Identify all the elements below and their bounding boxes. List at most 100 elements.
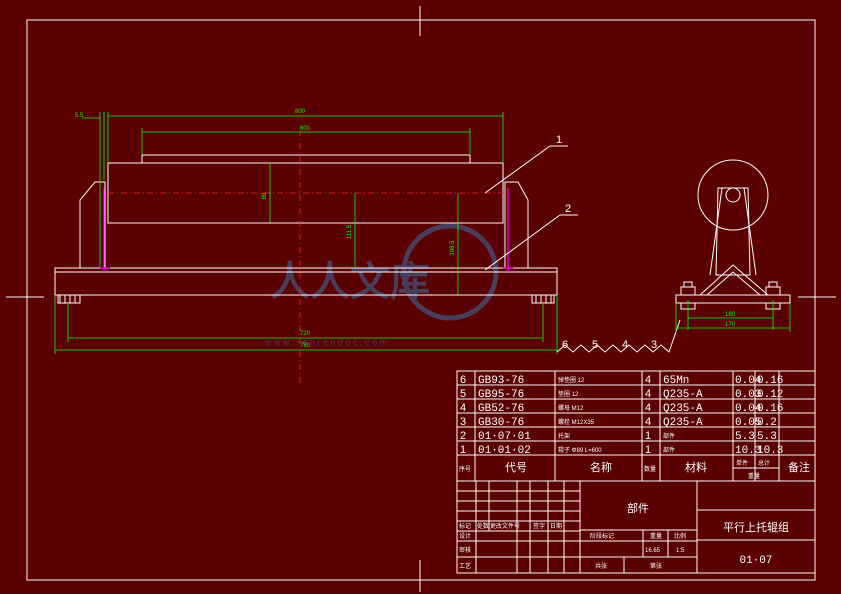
svg-text:序号: 序号 bbox=[459, 465, 471, 473]
svg-text:材料: 材料 bbox=[685, 460, 707, 474]
component-label: 部件 bbox=[627, 501, 649, 515]
svg-text:65Mn: 65Mn bbox=[663, 375, 689, 387]
svg-text:弹垫圈 12: 弹垫圈 12 bbox=[558, 376, 585, 384]
dim-198-5: 198.5 bbox=[450, 240, 456, 256]
svg-text:单件: 单件 bbox=[736, 459, 748, 467]
leader-2: 2 bbox=[565, 203, 571, 215]
section-mark-6: 6 bbox=[562, 339, 568, 351]
svg-text:5.3: 5.3 bbox=[735, 431, 755, 443]
svg-text:GB52-76: GB52-76 bbox=[478, 403, 524, 415]
stage-label: 阶段标记 bbox=[590, 532, 614, 540]
dim-780: 780 bbox=[300, 343, 311, 349]
parts-row: 3 GB30-76 螺栓 M12X35 4 Q235-A 0.05 0.2 bbox=[460, 416, 777, 429]
svg-text:10.3: 10.3 bbox=[735, 445, 761, 457]
title-block: 标记 处数 更改文件号 签字 日期 设计 审核 工艺 部件 阶段标记 重量 比例… bbox=[456, 480, 816, 574]
svg-text:辊子 Φ89 L=600: 辊子 Φ89 L=600 bbox=[558, 446, 602, 454]
dim-170: 170 bbox=[725, 322, 736, 328]
dim-111-5: 111.5 bbox=[347, 224, 353, 239]
dimensions: 800 600 5.5 89 111.5 198.5 720 780 bbox=[54, 109, 558, 354]
sign-label-process: 工艺 bbox=[459, 562, 471, 570]
parts-row: 2 01·07·01 托架 1 部件 5.3 5.3 bbox=[460, 430, 777, 443]
leader-1: 1 bbox=[556, 134, 562, 146]
svg-text:GB30-76: GB30-76 bbox=[478, 417, 524, 429]
parts-row: 5 GB95-76 垫圈 12 4 Q235-A 0.03 0.12 bbox=[460, 388, 783, 401]
svg-text:0.12: 0.12 bbox=[757, 389, 783, 401]
parts-row: 4 GB52-76 螺母 M12 4 Q235-A 0.04 0.16 bbox=[460, 402, 783, 415]
rev-label-date: 日期 bbox=[550, 522, 562, 530]
weight-label: 重量 bbox=[650, 532, 662, 540]
svg-text:2: 2 bbox=[460, 430, 466, 442]
svg-text:代号: 代号 bbox=[505, 461, 527, 474]
svg-text:3: 3 bbox=[460, 416, 466, 428]
svg-text:1: 1 bbox=[645, 430, 651, 442]
side-view: 180 170 bbox=[675, 159, 791, 332]
dim-89: 89 bbox=[262, 192, 268, 199]
dim-600: 600 bbox=[300, 126, 311, 132]
svg-text:1: 1 bbox=[460, 444, 466, 456]
watermark-url: w w w . r e n r e n d o c . c o m bbox=[264, 337, 387, 347]
dim-720: 720 bbox=[300, 331, 311, 337]
svg-text:螺栓 M12X35: 螺栓 M12X35 bbox=[558, 418, 595, 426]
svg-text:Q235-A: Q235-A bbox=[663, 417, 703, 429]
svg-text:5.3: 5.3 bbox=[757, 431, 777, 443]
svg-text:总计: 总计 bbox=[758, 459, 770, 467]
dim-180: 180 bbox=[725, 312, 736, 318]
svg-text:0.16: 0.16 bbox=[757, 403, 783, 415]
scale-label: 比例 bbox=[674, 532, 686, 540]
svg-text:GB93-76: GB93-76 bbox=[478, 375, 524, 387]
svg-text:4: 4 bbox=[645, 388, 651, 400]
svg-text:01·01·02: 01·01·02 bbox=[478, 445, 531, 457]
svg-text:0.04: 0.04 bbox=[735, 375, 762, 387]
svg-text:重量: 重量 bbox=[748, 472, 760, 480]
svg-text:螺母 M12: 螺母 M12 bbox=[558, 404, 584, 412]
parts-list: 6 GB93-76 弹垫圈 12 4 65Mn 0.04 0.16 5 GB95… bbox=[456, 370, 816, 482]
front-view bbox=[54, 130, 558, 385]
sheet-total: 共张 bbox=[595, 562, 607, 570]
svg-text:10.3: 10.3 bbox=[757, 445, 783, 457]
svg-text:4: 4 bbox=[645, 416, 651, 428]
rev-label-count: 处数 bbox=[477, 522, 489, 530]
svg-text:5: 5 bbox=[460, 388, 466, 400]
svg-text:4: 4 bbox=[460, 402, 466, 414]
svg-text:01·07·01: 01·07·01 bbox=[478, 431, 531, 443]
parts-row: 1 01·01·02 辊子 Φ89 L=600 1 部件 10.3 10.3 bbox=[460, 444, 783, 457]
parts-list-header: 序号 代号 名称 数量 材料 单件 总计 重量 备注 bbox=[459, 459, 810, 480]
svg-text:托架: 托架 bbox=[558, 432, 570, 440]
parts-row: 6 GB93-76 弹垫圈 12 4 65Mn 0.04 0.16 bbox=[460, 374, 783, 387]
watermark: 人人文库 w w w . r e n r e n d o c . c o m bbox=[264, 223, 499, 347]
rev-label-mark: 标记 bbox=[459, 522, 471, 530]
section-mark-5: 5 bbox=[592, 339, 598, 351]
scale-value: 1:5 bbox=[676, 548, 685, 554]
svg-text:Q235-A: Q235-A bbox=[663, 389, 703, 401]
svg-text:6: 6 bbox=[460, 374, 466, 386]
svg-text:垫圈 12: 垫圈 12 bbox=[558, 390, 579, 398]
rev-label-sign: 签字 bbox=[533, 522, 545, 530]
svg-text:部件: 部件 bbox=[663, 446, 675, 454]
weight-value: 16.65 bbox=[645, 548, 661, 554]
svg-text:备注: 备注 bbox=[788, 460, 810, 474]
svg-text:Q235-A: Q235-A bbox=[663, 403, 703, 415]
svg-text:GB95-76: GB95-76 bbox=[478, 389, 524, 401]
part-leaders: 1 2 6 5 4 3 bbox=[484, 134, 681, 353]
rev-label-file: 更改文件号 bbox=[490, 522, 520, 530]
sign-label-review: 审核 bbox=[459, 546, 471, 554]
svg-text:0.2: 0.2 bbox=[757, 417, 777, 429]
sheet-current: 第张 bbox=[650, 562, 662, 570]
svg-text:4: 4 bbox=[645, 374, 651, 386]
svg-text:0.05: 0.05 bbox=[735, 417, 761, 429]
svg-text:0.03: 0.03 bbox=[735, 389, 761, 401]
svg-text:数量: 数量 bbox=[644, 465, 656, 473]
watermark-text: 人人文库 bbox=[270, 260, 430, 304]
svg-text:0.16: 0.16 bbox=[757, 375, 783, 387]
sign-label-design: 设计 bbox=[459, 532, 471, 540]
section-mark-4: 4 bbox=[622, 339, 628, 351]
drawing-title: 平行上托辊组 bbox=[723, 520, 789, 534]
svg-text:4: 4 bbox=[645, 402, 651, 414]
dim-800: 800 bbox=[295, 109, 306, 115]
svg-text:名称: 名称 bbox=[590, 460, 612, 474]
svg-text:1: 1 bbox=[645, 444, 651, 456]
svg-text:部件: 部件 bbox=[663, 432, 675, 440]
drawing-frame bbox=[6, 6, 836, 592]
dim-5-5: 5.5 bbox=[75, 113, 84, 119]
